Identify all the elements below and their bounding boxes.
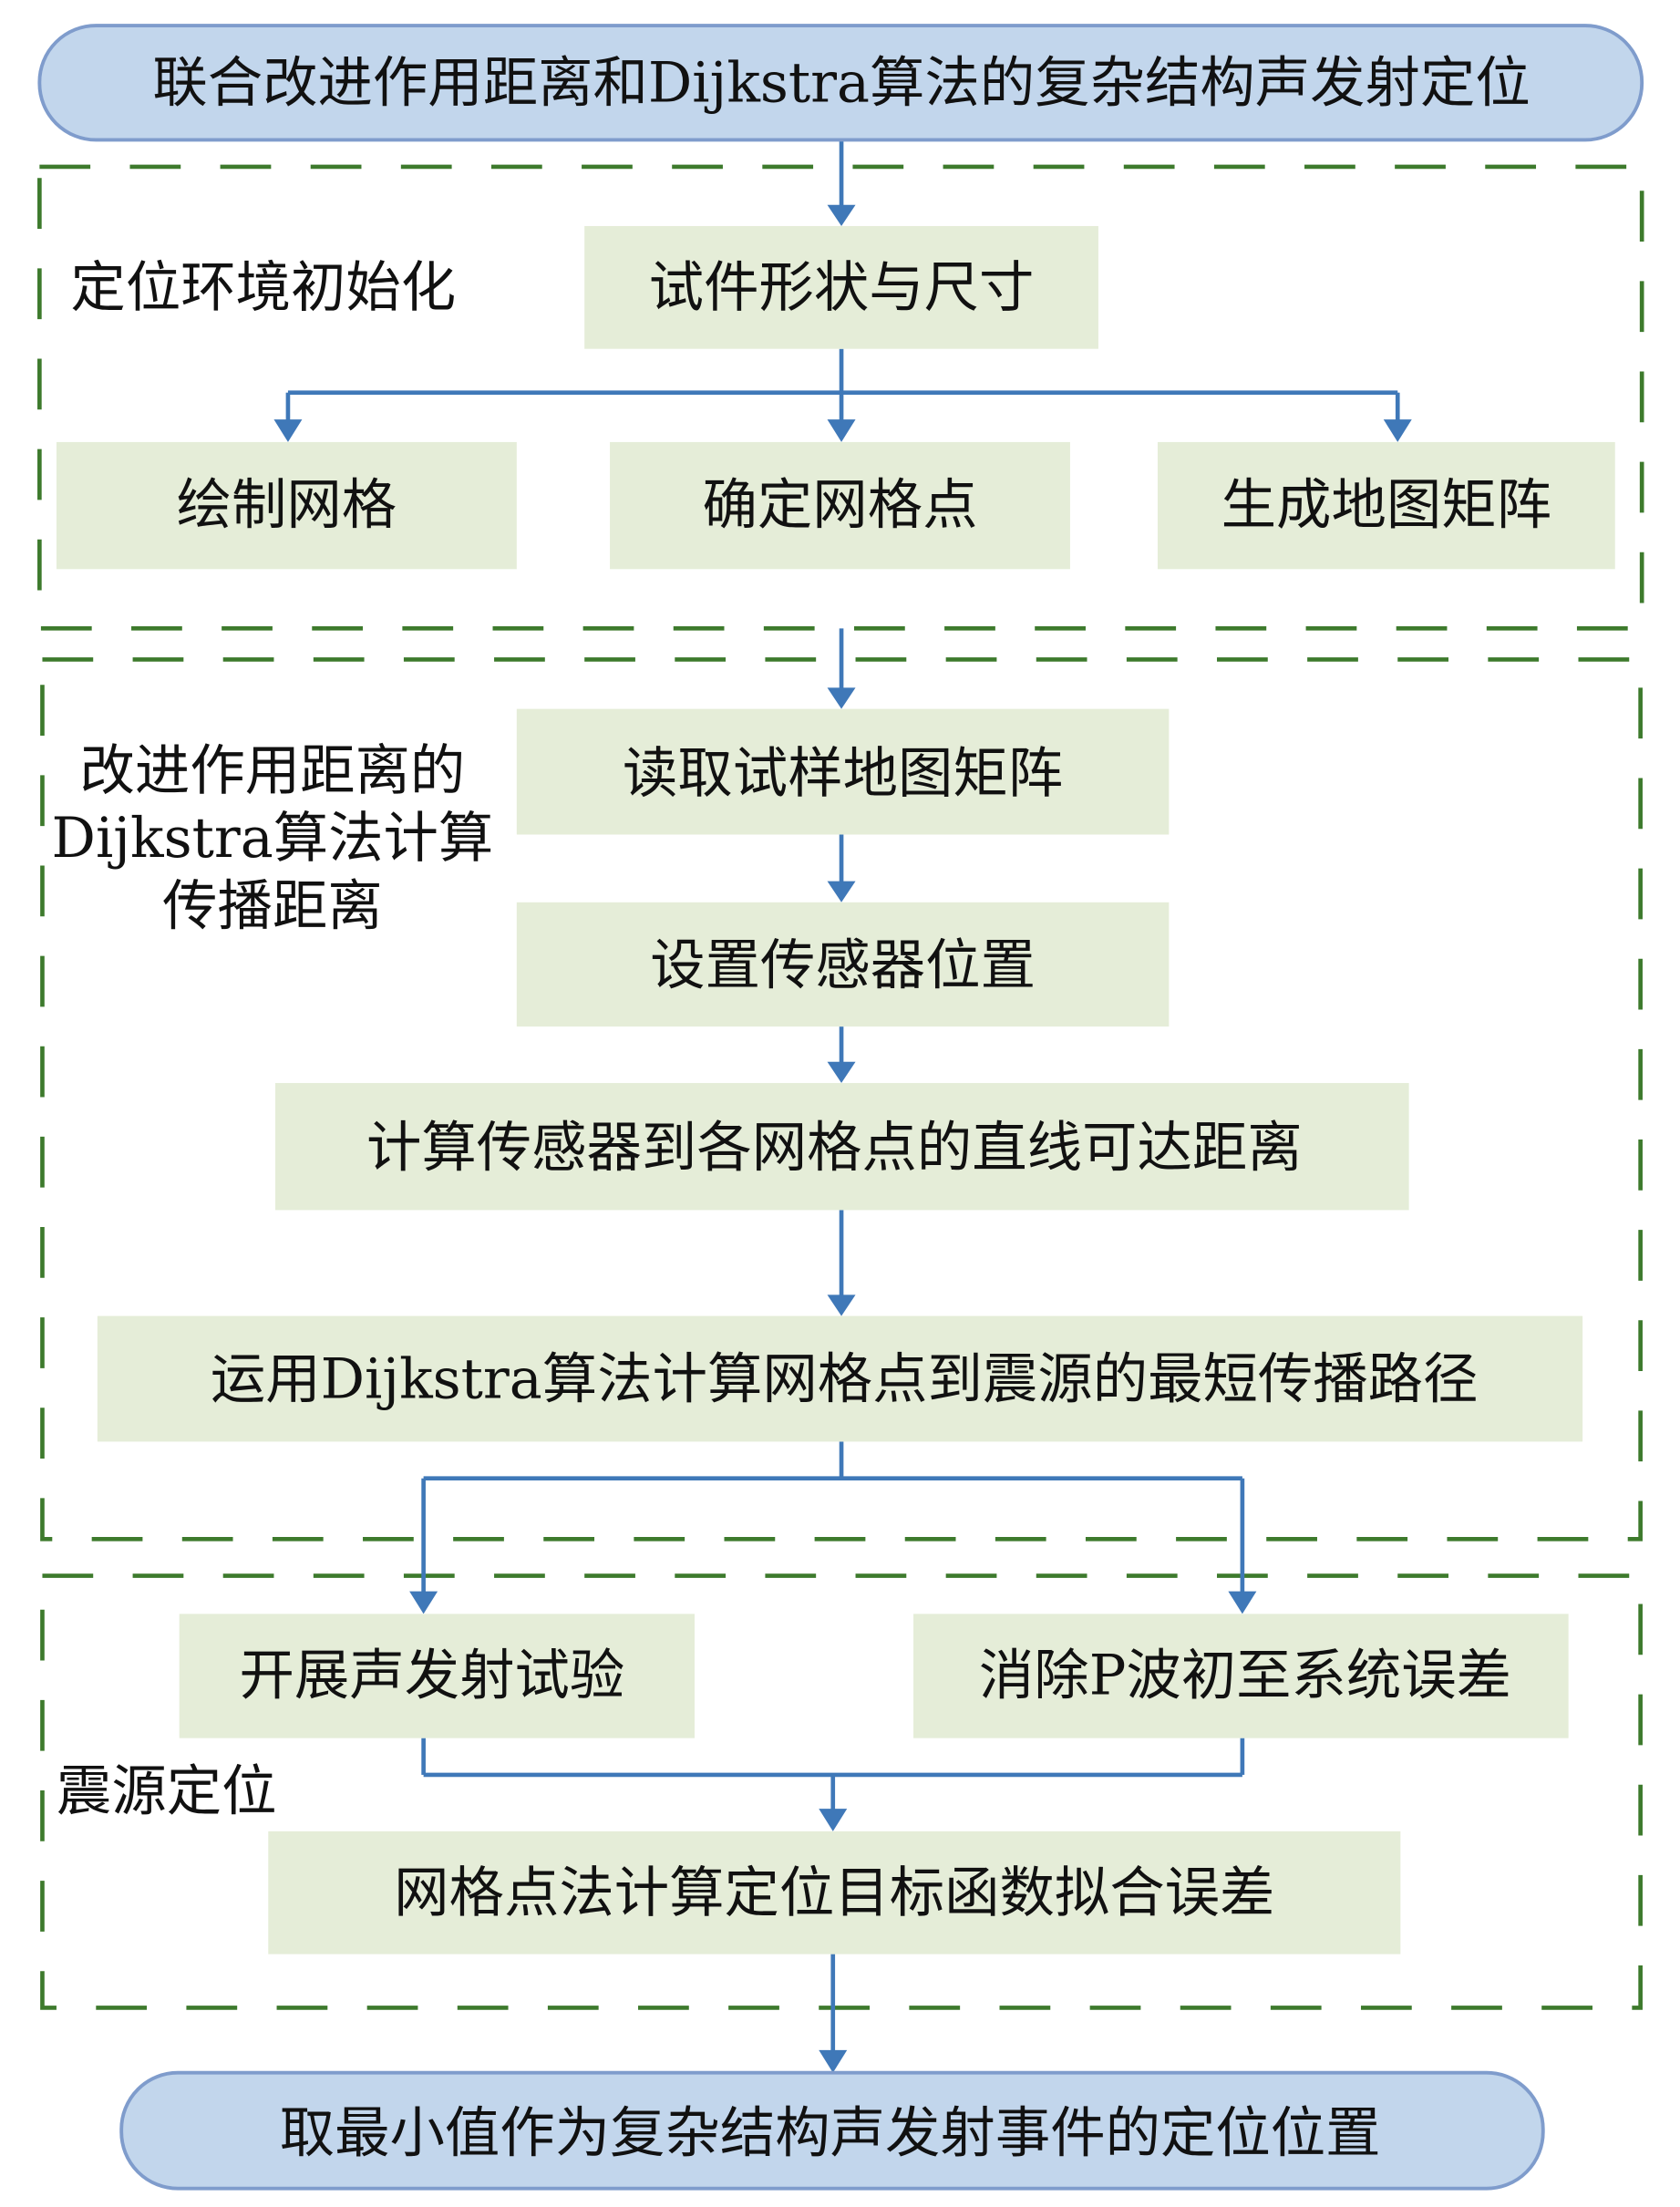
p-wave-error-node	[913, 1614, 1569, 1738]
sensor-position-node	[516, 902, 1170, 1027]
section3-label: 震源定位	[57, 1760, 277, 1824]
section2-label-line2: Dijkstra算法计算	[52, 807, 494, 871]
p-wave-error-text: 消除P波初至系统误差	[979, 1645, 1511, 1708]
line-distance-text: 计算传感器到各网格点的直线可达距离	[366, 1116, 1303, 1180]
fitting-error-node	[268, 1831, 1401, 1954]
draw-grid-text: 绘制网格	[177, 474, 397, 538]
fitting-error-text: 网格点法计算定位目标函数拟合误差	[394, 1862, 1274, 1925]
dijkstra-node	[97, 1315, 1583, 1442]
group-path-computation	[40, 657, 1643, 1542]
line-distance-node	[275, 1083, 1409, 1211]
ae-test-node	[179, 1614, 695, 1738]
read-map-node	[516, 708, 1170, 835]
grid-points-text: 确定网格点	[703, 474, 978, 538]
result-text: 取最小值作为复杂结构声发射事件的定位位置	[280, 2101, 1381, 2165]
dijkstra-text: 运用Dijkstra算法计算网格点到震源的最短传播路径	[211, 1347, 1479, 1411]
connectors	[273, 139, 1412, 2073]
sensor-position-text: 设置传感器位置	[650, 934, 1036, 998]
specimen-node	[584, 225, 1098, 349]
title-text: 联合改进作用距离和Dijkstra算法的复杂结构声发射定位	[152, 52, 1530, 116]
section1-label: 定位环境初始化	[70, 256, 456, 320]
section2-label-line3: 传播距离	[162, 875, 383, 939]
map-matrix-node	[1157, 441, 1615, 570]
ae-test-text: 开展声发射试验	[240, 1645, 625, 1708]
section2-label-line1: 改进作用距离的	[80, 739, 466, 803]
grid-points-node	[610, 441, 1070, 570]
group-environment-init	[37, 164, 1644, 631]
title-node	[37, 24, 1644, 142]
read-map-text: 读取试样地图矩阵	[623, 742, 1063, 806]
draw-grid-node	[56, 441, 517, 570]
group-source-location	[40, 1573, 1643, 2010]
specimen-text: 试件形状与尺寸	[649, 256, 1035, 320]
result-node	[119, 2070, 1545, 2191]
map-matrix-text: 生成地图矩阵	[1221, 474, 1551, 538]
